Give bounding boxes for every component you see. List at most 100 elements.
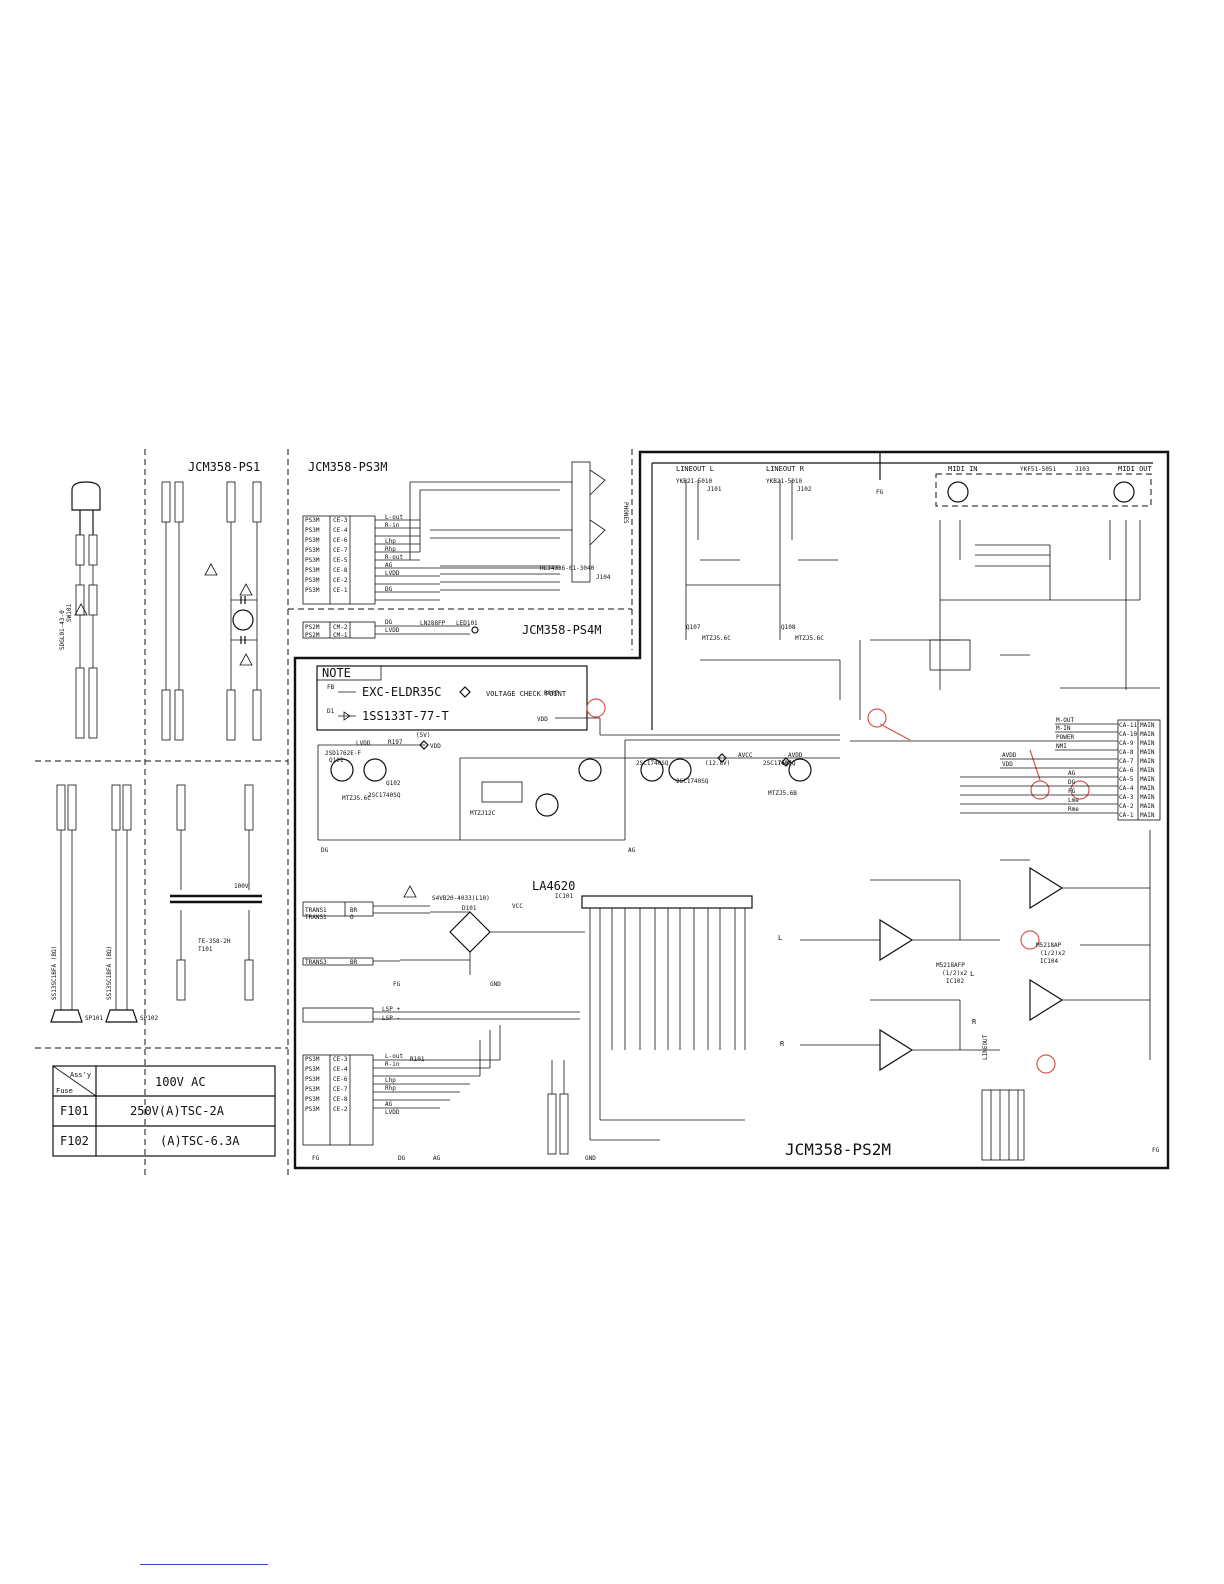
lineout-l-label: LINEOUT L [676,465,714,473]
bridge-part: S4VB20-4033(L10) [432,895,490,902]
ps4m-title: JCM358-PS4M [522,623,601,637]
ps3m-pin-bottom-6: CE-2 [333,1106,348,1113]
ps3m-sig-bottom-2: R-in [385,1061,400,1068]
jack-part-l: YKB21-5010 [676,478,713,485]
svg-text:MAIN: MAIN [1140,767,1155,774]
ps3m-title: JCM358-PS3M [308,460,387,474]
ps3m-sig-bottom-6: LVDD [385,1109,400,1116]
lsp-plus: LSP + [382,1006,400,1013]
note-fb-symbol: FB [327,684,335,691]
zener-part-1: MTZJ5.6C [702,635,731,642]
svg-text:MAIN: MAIN [1140,785,1155,792]
phones-label: PHONES [622,502,629,524]
main-connector-labels: CA-11 MAIN CA-10 MAIN CA-9 MAIN CA-8 MAI… [1002,717,1155,819]
signal-l2: L [970,970,974,978]
gnd-gnd-bottom: GND [585,1155,596,1162]
ps2m-frame [293,450,1170,1170]
svg-text:PS3M: PS3M [305,547,320,554]
ref-r162: R197 [388,739,403,746]
svg-text:PS3M: PS3M [305,527,320,534]
svg-text:CA-7: CA-7 [1119,758,1134,765]
svg-text:PS3M: PS3M [305,567,320,574]
ps1-title: JCM358-PS1 [188,460,260,474]
svg-text:Lme: Lme [1068,797,1079,804]
svg-text:MAIN: MAIN [1140,794,1155,801]
svg-text:PS3M: PS3M [305,587,320,594]
ps3m-pin-bottom-4: CE-7 [333,1086,348,1093]
gnd-dg-bottom: DG [398,1155,406,1162]
svg-text:CE-4: CE-4 [333,527,348,534]
svg-text:CA-1: CA-1 [1119,812,1134,819]
j102-label: J102 [797,486,812,493]
q111-part: 2SC1740SQ [763,760,796,767]
led-name: LN288FP [420,620,446,627]
ps4m-sig-2: LVDD [385,627,400,634]
svg-text:CE-5: CE-5 [333,557,348,564]
gnd-dg: DG [321,847,329,854]
svg-text:Rhp: Rhp [385,546,396,553]
svg-text:CE-6: CE-6 [333,537,348,544]
ps3m-pin-bottom-5: CE-8 [333,1096,348,1103]
svg-text:Lhp: Lhp [385,538,396,545]
ref-r107: R107 [544,690,559,697]
regulator-section [317,717,840,841]
svg-text:VDD: VDD [1002,761,1013,768]
trans1-color-2: O [350,914,354,921]
ps4m-sig-1: DG [385,619,393,626]
fg-top: FG [876,489,884,496]
lineout-midi-area [651,452,1160,730]
amp-output-connectors [547,1060,569,1155]
svg-text:CE-2: CE-2 [333,577,348,584]
jack-part-r: YKB21-5010 [766,478,803,485]
q102: Q102 [386,780,401,787]
bridge-rectifier [400,885,585,975]
reg-avdd: AVDD [788,752,803,759]
svg-text:AG: AG [385,562,393,569]
svg-text:R-in: R-in [385,522,400,529]
gnd-ag: AG [628,847,636,854]
switch-ref: SW101 [66,604,73,622]
ps3m-tag-bottom-1: PS3M [305,1056,320,1063]
lineout-connector [981,1089,1025,1161]
trans3-tag: TRANS3 [305,959,327,966]
svg-text:MAIN: MAIN [1140,758,1155,765]
speaker-part-1: SS13SC1BFA (8Ω) [51,946,58,1000]
bridge-ref: D101 [462,905,477,912]
svg-text:CA-2: CA-2 [1119,803,1134,810]
midi-out-label: MIDI OUT [1118,465,1153,473]
transformer-ref: T101 [198,946,213,953]
reg-lvdd: LVDD [356,740,371,747]
j103-label: J103 [1075,466,1090,473]
ps4m-pin-1: CM-2 [333,624,348,631]
note-check-point: VOLTAGE CHECK POINT [486,690,567,698]
ic104-sub: (1/2)x2 [1040,950,1066,957]
svg-text:CE-1: CE-1 [333,587,348,594]
ic101-la4620 [581,895,753,1141]
phones-part: HLJ4336-01-3040 [540,565,595,572]
ps3m-sig-bottom-1: L-out [385,1053,403,1060]
svg-text:FG: FG [1068,788,1076,795]
note-heading: NOTE [322,666,351,680]
svg-text:DG: DG [385,586,393,593]
midi-in-label: MIDI IN [948,465,978,473]
svg-text:CA-3: CA-3 [1119,794,1134,801]
q101: Q101 [329,757,344,764]
footer-link-line[interactable] [140,1564,268,1565]
ps4m-pin-2: CM-1 [333,632,348,639]
svg-text:CA-8: CA-8 [1119,749,1134,756]
speaker-part-2: SS13SC1BFA (8Ω) [106,946,113,1000]
fuse-table-value-header: 100V AC [155,1075,206,1089]
svg-text:LVDD: LVDD [385,570,400,577]
ps3m-sig-bottom-4: Rhp [385,1085,396,1092]
ps3m-sig-bottom-5: AG [385,1101,393,1108]
ic102-ref: IC102 [946,978,964,985]
signal-r2: R [972,1018,977,1026]
svg-text:AVDD: AVDD [1002,752,1017,759]
trans1-tag-1: TRANS1 [305,907,327,914]
zener-part-2: MTZJ5.6C [795,635,824,642]
vcc-label: VCC [512,903,523,910]
speaker-sp102: SP102 [140,1015,158,1022]
ps3m-wires [375,461,606,601]
ps3m-sig-bottom-3: Lhp [385,1077,396,1084]
svg-text:CA-10: CA-10 [1119,731,1137,738]
